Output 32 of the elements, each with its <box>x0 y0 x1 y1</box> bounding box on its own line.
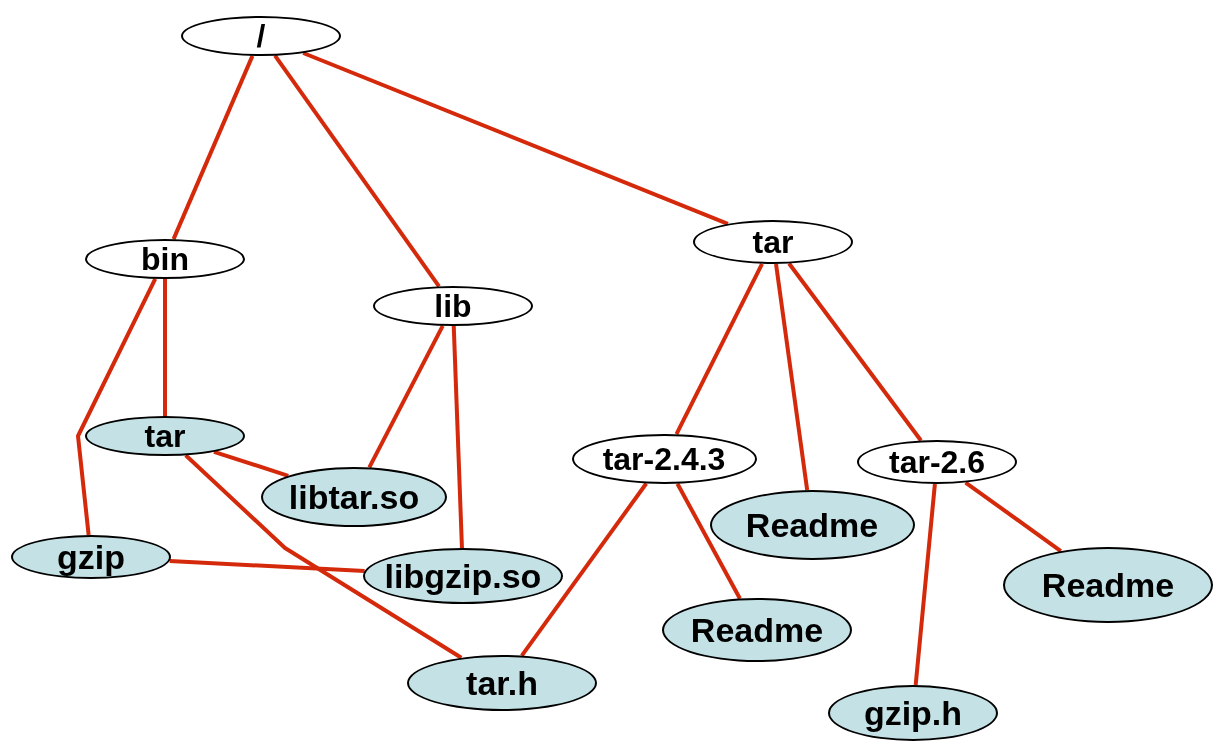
connector-line <box>273 54 441 288</box>
node-label: tar.h <box>466 666 538 700</box>
connector-line <box>169 559 365 573</box>
node-label: / <box>256 20 266 52</box>
node-label: libtar.so <box>288 480 420 514</box>
node-label: tar-2.4.3 <box>602 443 726 475</box>
connector-line <box>367 324 445 469</box>
node-label: tar <box>144 420 186 452</box>
connector-line <box>76 277 158 536</box>
node-label: tar <box>752 226 794 258</box>
node-label: bin <box>141 243 189 275</box>
node-label: gzip.h <box>863 696 963 730</box>
node-label: tar-2.6 <box>888 446 985 478</box>
node-label: libgzip.so <box>384 559 542 593</box>
node-label: Readme <box>1041 568 1175 602</box>
connector-line <box>674 262 764 436</box>
file-ellipse <box>363 548 563 604</box>
connector-line <box>451 325 464 549</box>
node-label: Readme <box>745 508 879 542</box>
node-label: gzip <box>57 540 125 574</box>
connector-line <box>774 263 810 491</box>
connector-line <box>675 482 742 600</box>
connector-line <box>520 482 648 657</box>
connector-line <box>213 449 289 478</box>
node-label: lib <box>434 290 472 322</box>
file-ellipse <box>85 416 245 456</box>
file-ellipse <box>261 467 447 527</box>
connector-line <box>913 483 937 686</box>
connector-line <box>163 279 167 416</box>
node-label: Readme <box>690 613 824 647</box>
connector-line <box>787 262 923 442</box>
connector-line <box>171 55 255 240</box>
